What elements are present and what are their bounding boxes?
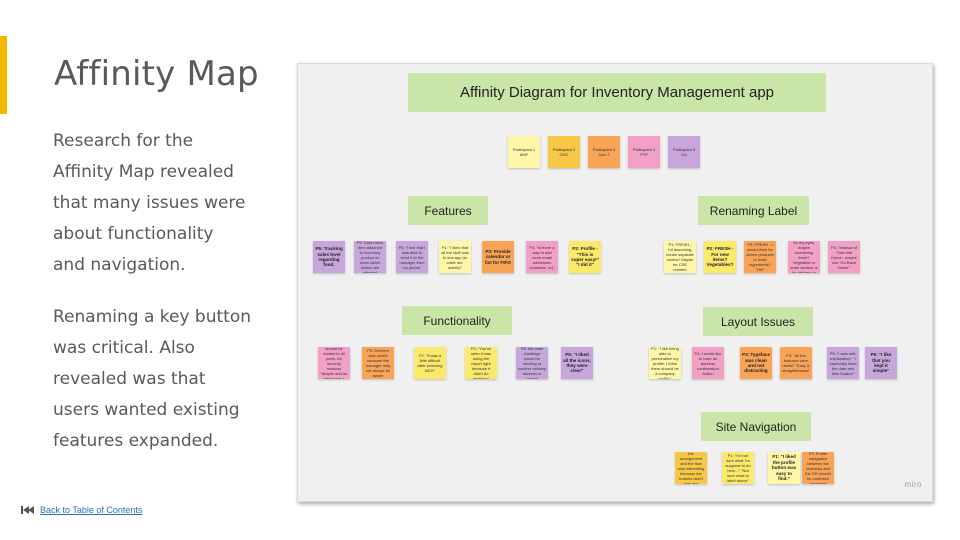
sticky-note[interactable]: P5: Data menu item attached to inventory… xyxy=(354,241,386,273)
sticky-note[interactable]: P5: "I like that I was able to send it t… xyxy=(396,241,428,273)
paragraph-1-line: that many issues were xyxy=(53,193,246,213)
sticky-note[interactable]: P4: I would like to have an address conf… xyxy=(692,347,724,379)
affinity-board[interactable]: Affinity Diagram for Inventory Managemen… xyxy=(297,63,933,502)
sticky-note[interactable]: P1: "I like being able to personalize my… xyxy=(649,347,681,379)
sticky-note[interactable]: P3: "All the features were useful" "Easy… xyxy=(780,347,812,379)
functionality-header: Functionality xyxy=(402,306,512,335)
paragraph-2-line: users wanted existing xyxy=(53,400,240,420)
site-navigation-header: Site Navigation xyxy=(701,412,811,441)
sticky-note[interactable]: P3: Delivers was useful because the mana… xyxy=(362,347,394,379)
sticky-note[interactable]: P1: FRESH - I'm assuming, create separat… xyxy=(664,241,696,273)
renaming-label-header: Renaming Label xyxy=(698,196,809,225)
sticky-note[interactable]: P2: "It was a little difficult after sel… xyxy=(414,347,446,379)
sticky-note[interactable]: P1: "I liked that all the stuff was in o… xyxy=(439,241,471,273)
sticky-note[interactable]: P3: Profile navigation between the inven… xyxy=(802,452,834,484)
participant-sticky-note[interactable]: Participant 2 CMC xyxy=(548,136,580,168)
paragraph-2-line: Renaming a key button xyxy=(53,307,252,327)
back-to-toc-link[interactable]: Back to Table of Contents xyxy=(20,505,142,515)
paragraph-1-line: Affinity Map revealed xyxy=(53,162,234,182)
accent-bar xyxy=(0,36,7,114)
layout-issues-header: Layout Issues xyxy=(703,307,813,336)
sticky-note[interactable]: P5: We want challenge would be sending t… xyxy=(516,347,548,379)
sticky-note[interactable]: P2: FRESH - For new items? Vegetables? xyxy=(704,241,736,273)
sticky-note[interactable]: P1: "I'm not sure what I'm suppose to do… xyxy=(722,452,754,484)
sticky-note[interactable]: P5: "I was self-explanatory" "I especial… xyxy=(827,347,859,379)
main-title-box: Affinity Diagram for Inventory Managemen… xyxy=(408,73,826,112)
paragraph-2: Renaming a key button was critical. Also… xyxy=(53,302,251,457)
paragraph-1-line: about functionality xyxy=(53,224,214,244)
sticky-note[interactable]: P3: Provide calendar or list for FIFO xyxy=(482,241,514,273)
sticky-note[interactable]: P2: "I thought the arrangement and the f… xyxy=(675,452,707,484)
paragraph-1: Research for the Affinity Map revealed t… xyxy=(53,126,246,281)
skip-back-icon xyxy=(21,506,34,514)
sticky-note[interactable]: P5: Tracking sales level regarding food. xyxy=(313,241,345,273)
sticky-note[interactable]: P1: "I liked the profile button was easy… xyxy=(768,452,800,484)
sticky-note[interactable]: P4: "Instead of 'Take Me Home', maybe us… xyxy=(828,241,860,273)
sticky-note[interactable]: P4: Success using the email should be re… xyxy=(318,347,350,379)
sticky-note[interactable]: P5: "I liked all the icons, they were cl… xyxy=(561,347,593,379)
slide-title: Affinity Map xyxy=(54,54,259,94)
sticky-note[interactable]: P3: Typeface was clean and not distracti… xyxy=(740,347,772,379)
back-to-toc-label: Back to Table of Contents xyxy=(40,505,143,515)
participant-sticky-note[interactable]: Participant 4 PTP xyxy=(628,136,660,168)
participant-sticky-note[interactable]: Participant 5 Vic xyxy=(668,136,700,168)
sticky-note[interactable]: P4: "Is there a way to add more email ad… xyxy=(526,241,558,273)
sticky-note[interactable]: P2: "You've seen it was doing the report… xyxy=(465,347,497,379)
paragraph-2-line: was critical. Also xyxy=(53,338,195,358)
participant-sticky-note[interactable]: Participant 3 John T xyxy=(588,136,620,168)
paragraph-1-line: Research for the xyxy=(53,131,194,151)
sticky-note[interactable]: P4: FRESH - So my eyes, maybe something … xyxy=(788,241,820,273)
sticky-note[interactable]: P3: FRESH - I would think for above prod… xyxy=(744,241,776,273)
paragraph-2-line: features expanded. xyxy=(53,431,219,451)
participant-sticky-note[interactable]: Participant 1 AMF xyxy=(508,136,540,168)
features-header: Features xyxy=(408,196,488,225)
paragraph-1-line: and navigation. xyxy=(53,255,186,275)
miro-watermark: miro xyxy=(904,480,922,489)
paragraph-2-line: revealed was that xyxy=(53,369,206,389)
sticky-note[interactable]: P2: Profile - "This is super easy!" "I d… xyxy=(569,241,601,273)
sticky-note[interactable]: P5: "I like that you kept it simple" xyxy=(865,347,897,379)
